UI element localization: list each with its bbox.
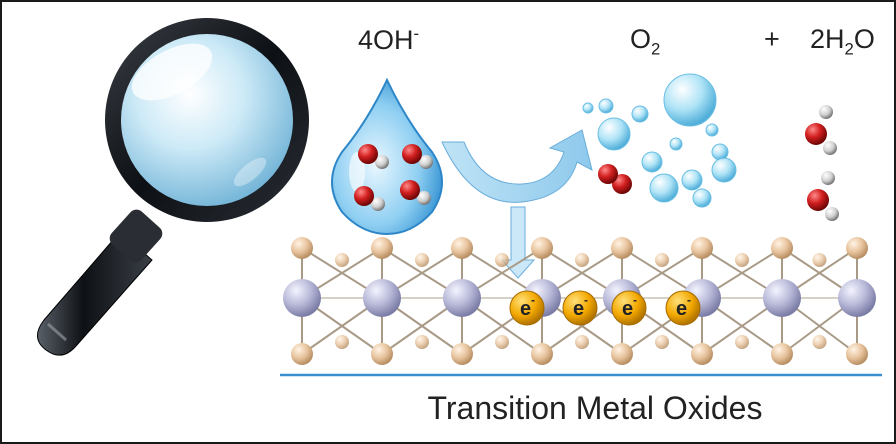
caption: Transition Metal Oxides (427, 390, 763, 426)
lattice-oxygen (812, 335, 827, 349)
hydroxide-ion (354, 186, 385, 211)
metal-atom (443, 279, 481, 317)
lattice-oxygen (495, 253, 509, 267)
lattice-oxygen (771, 237, 793, 259)
hydroxide-ion (400, 180, 431, 205)
magnifying-glass-icon (37, 18, 309, 356)
curved-arrow-icon (441, 129, 593, 203)
water-product-label: 2H2O (810, 24, 875, 59)
plus-sign: + (764, 24, 780, 54)
o2-molecule (598, 164, 632, 194)
svg-text:e: e (520, 298, 531, 320)
lattice-oxygen (575, 253, 589, 267)
lattice-oxygen (415, 335, 429, 349)
lattice-oxygen (291, 343, 313, 365)
lattice-oxygen (291, 237, 313, 259)
lattice-oxygen (451, 237, 473, 259)
water-molecule-icon (807, 171, 839, 221)
electron: e- (562, 290, 598, 326)
oxygen-product-label: O2 (630, 24, 661, 59)
lattice-oxygen (531, 343, 553, 365)
svg-text:-: - (584, 293, 588, 307)
metal-atom (283, 279, 321, 317)
metal-atom (363, 279, 401, 317)
hydroxide-ion (358, 144, 389, 169)
lattice-oxygen (451, 343, 473, 365)
metal-oxide-lattice: e-e-e-e- (283, 237, 876, 365)
metal-atom (763, 279, 801, 317)
lattice-oxygen (335, 335, 349, 349)
svg-text:e: e (622, 298, 633, 320)
lattice-oxygen (415, 253, 429, 267)
lattice-oxygen (735, 335, 749, 349)
down-arrow-icon (500, 206, 536, 279)
lattice-oxygen (495, 335, 509, 349)
lattice-oxygen (846, 237, 868, 259)
lattice-oxygen (735, 253, 749, 267)
hydroxide-ion (402, 144, 433, 169)
lattice-oxygen (611, 343, 633, 365)
lattice-oxygen (655, 253, 669, 267)
svg-text:e: e (573, 298, 584, 320)
lattice-oxygen (812, 253, 827, 267)
electron: e- (509, 290, 545, 326)
svg-text:-: - (531, 293, 535, 307)
reactant-label: 4OH- (358, 24, 420, 55)
svg-text:-: - (687, 293, 691, 307)
lattice-oxygen (655, 335, 669, 349)
lattice-oxygen (846, 343, 868, 365)
lattice-oxygen (771, 343, 793, 365)
lattice-oxygen (335, 253, 349, 267)
electron: e- (611, 290, 647, 326)
lattice-oxygen (691, 343, 713, 365)
metal-atom (838, 279, 876, 317)
oxygen-bubbles-icon (582, 73, 737, 208)
water-molecule-icon (805, 105, 837, 155)
lattice-oxygen (371, 237, 393, 259)
lattice-oxygen (371, 343, 393, 365)
lattice-oxygen (575, 335, 589, 349)
lattice-oxygen (691, 237, 713, 259)
svg-text:e: e (676, 298, 687, 320)
electron: e- (665, 290, 701, 326)
lattice-oxygen (611, 237, 633, 259)
svg-text:-: - (633, 293, 637, 307)
lattice-oxygen (531, 237, 553, 259)
